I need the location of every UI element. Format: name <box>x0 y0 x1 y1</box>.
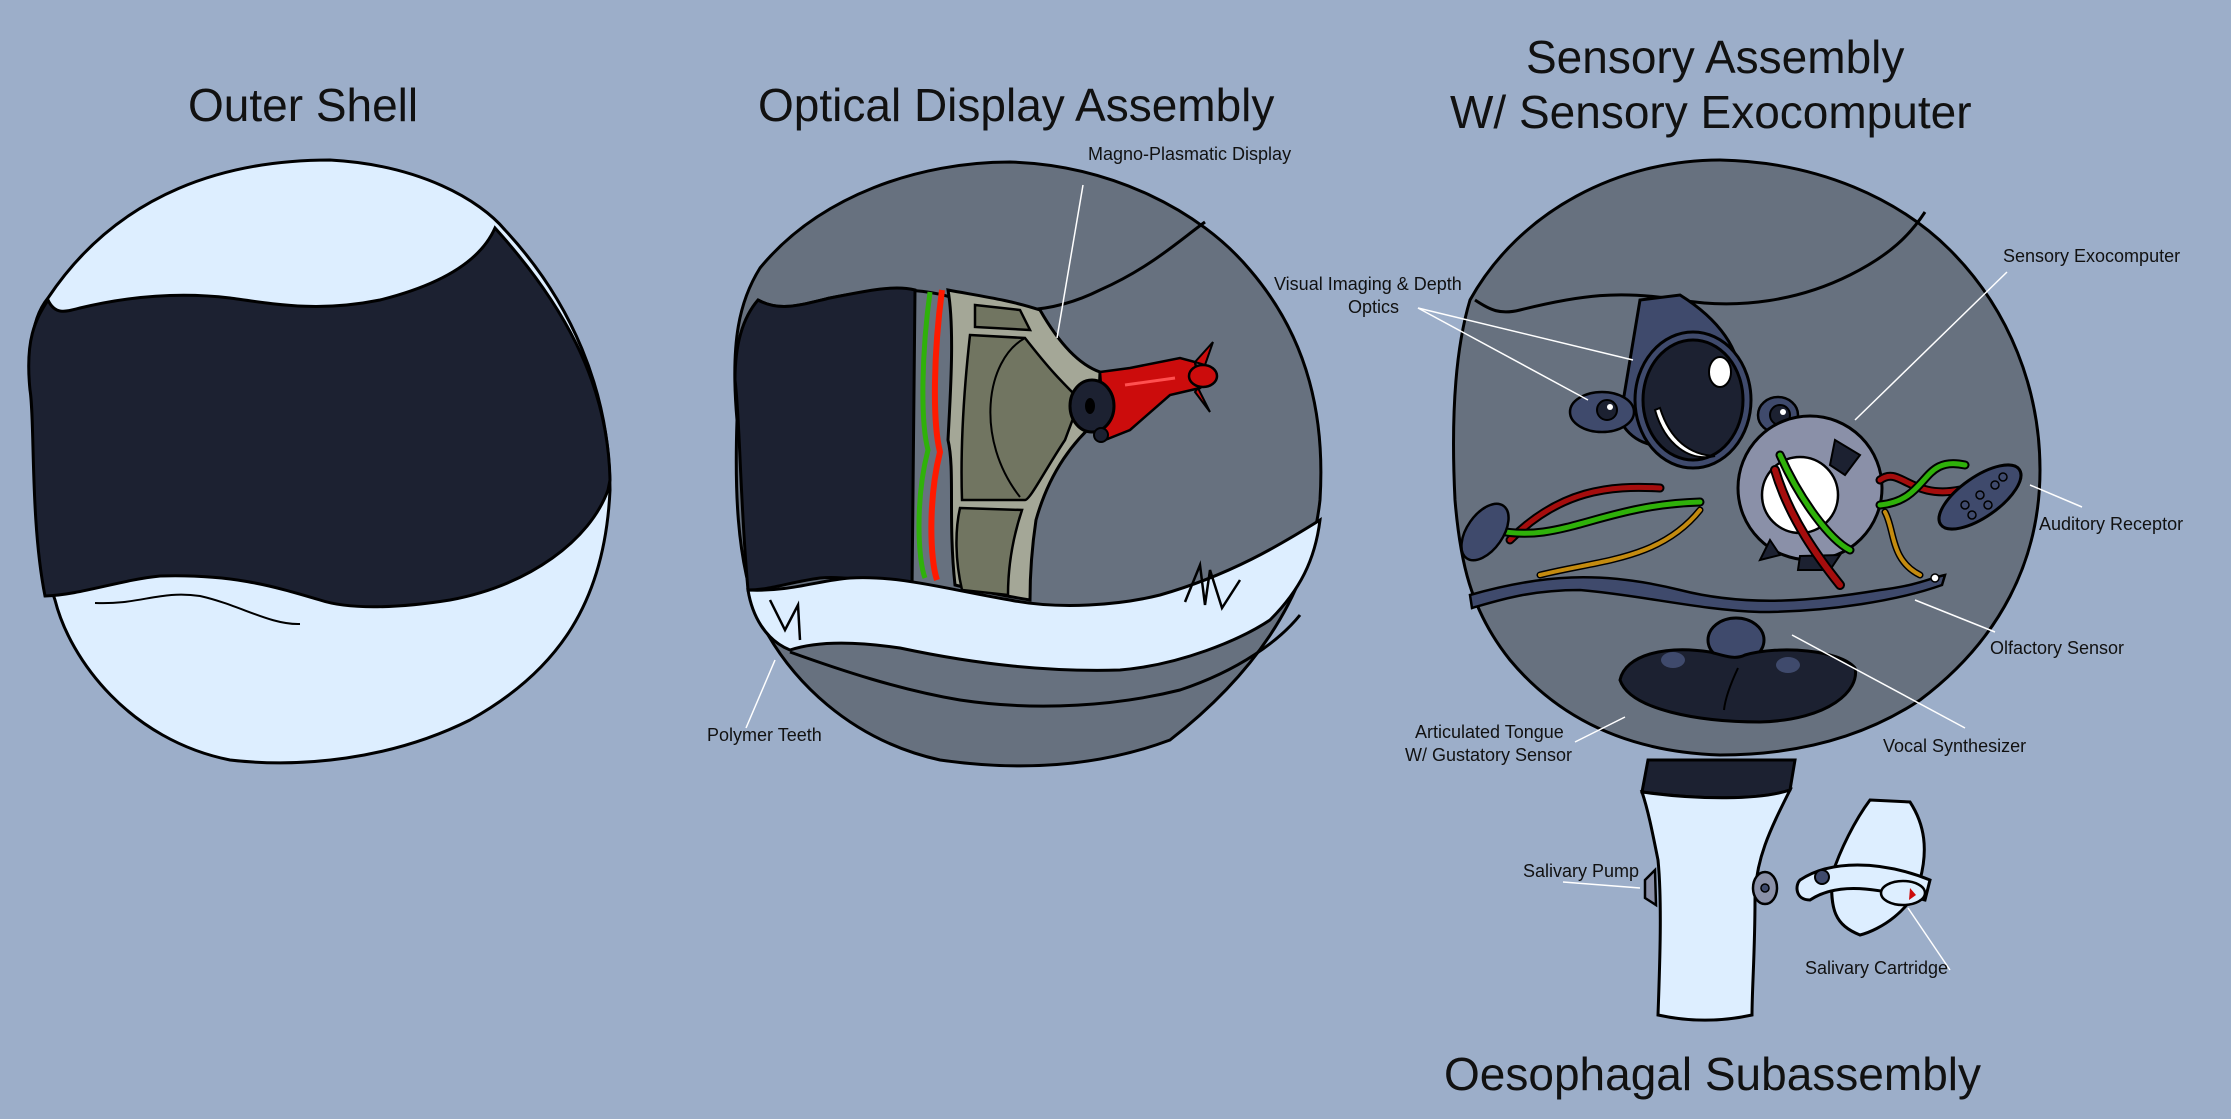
oesophagus-tube <box>1639 787 1793 1022</box>
visual-imaging-optics <box>1568 293 1800 470</box>
label-salivary-pump: Salivary Pump <box>1523 861 1640 881</box>
label-sensory-exocomputer: Sensory Exocomputer <box>2003 246 2181 266</box>
label-salivary-cartridge: Salivary Cartridge <box>1805 958 1949 978</box>
label-vocal-synthesizer: Vocal Synthesizer <box>1883 736 2027 756</box>
outer-shell-sphere <box>27 158 612 765</box>
oesophagus-collar <box>1640 758 1797 800</box>
optical-lower-jaw-line <box>789 614 1302 708</box>
label-optics-line1: Visual Imaging & Depth <box>1274 274 1462 294</box>
optical-visor <box>733 286 917 592</box>
oesophagal-subassembly <box>1639 758 1932 1022</box>
outer-shell-title: Outer Shell <box>188 79 419 131</box>
salivary-pump <box>1643 867 1658 908</box>
olfactory-sensor <box>1468 573 1947 614</box>
outer-shell-crease <box>94 593 301 626</box>
polymer-teeth-left <box>768 599 802 641</box>
salivary-cartridge <box>1795 798 1932 937</box>
label-tongue-line1: Articulated Tongue <box>1415 722 1564 742</box>
label-polymer-teeth: Polymer Teeth <box>707 725 822 745</box>
sensory-sphere <box>1452 158 2042 757</box>
label-magno-plasmatic-display: Magno-Plasmatic Display <box>1088 144 1292 164</box>
sensory-title-line2: W/ Sensory Exocomputer <box>1450 86 1972 138</box>
optical-panel-mid <box>960 333 1082 502</box>
sensory-wiring <box>1490 450 1970 590</box>
leader-lines <box>745 184 2083 971</box>
label-tongue-line2: W/ Gustatory Sensor <box>1405 745 1573 765</box>
label-optics-line2: Optics <box>1348 297 1400 317</box>
optical-panel-top <box>973 303 1033 332</box>
outer-shell-visor <box>27 225 612 609</box>
label-auditory-receptor: Auditory Receptor <box>2039 514 2184 534</box>
auditory-receptor <box>1937 463 2023 531</box>
optical-panel-low <box>955 506 1024 597</box>
optical-display-sphere <box>733 160 1323 768</box>
olfactory-intake <box>1930 573 1940 583</box>
left-auditory-pad <box>1460 502 1510 562</box>
label-olfactory-sensor: Olfactory Sensor <box>1990 638 2125 658</box>
optical-green-layer <box>916 291 933 579</box>
sensory-title-line1: Sensory Assembly <box>1526 31 1905 83</box>
magno-plasmatic-projector <box>1068 341 1219 443</box>
polymer-teeth-right <box>1183 560 1242 611</box>
optical-panel-mid-arc <box>989 337 1026 498</box>
optical-red-layer <box>928 289 945 581</box>
optical-display-title: Optical Display Assembly <box>758 79 1275 131</box>
oesophagal-title: Oesophagal Subassembly <box>1444 1048 1981 1100</box>
optical-jaw <box>746 517 1322 672</box>
